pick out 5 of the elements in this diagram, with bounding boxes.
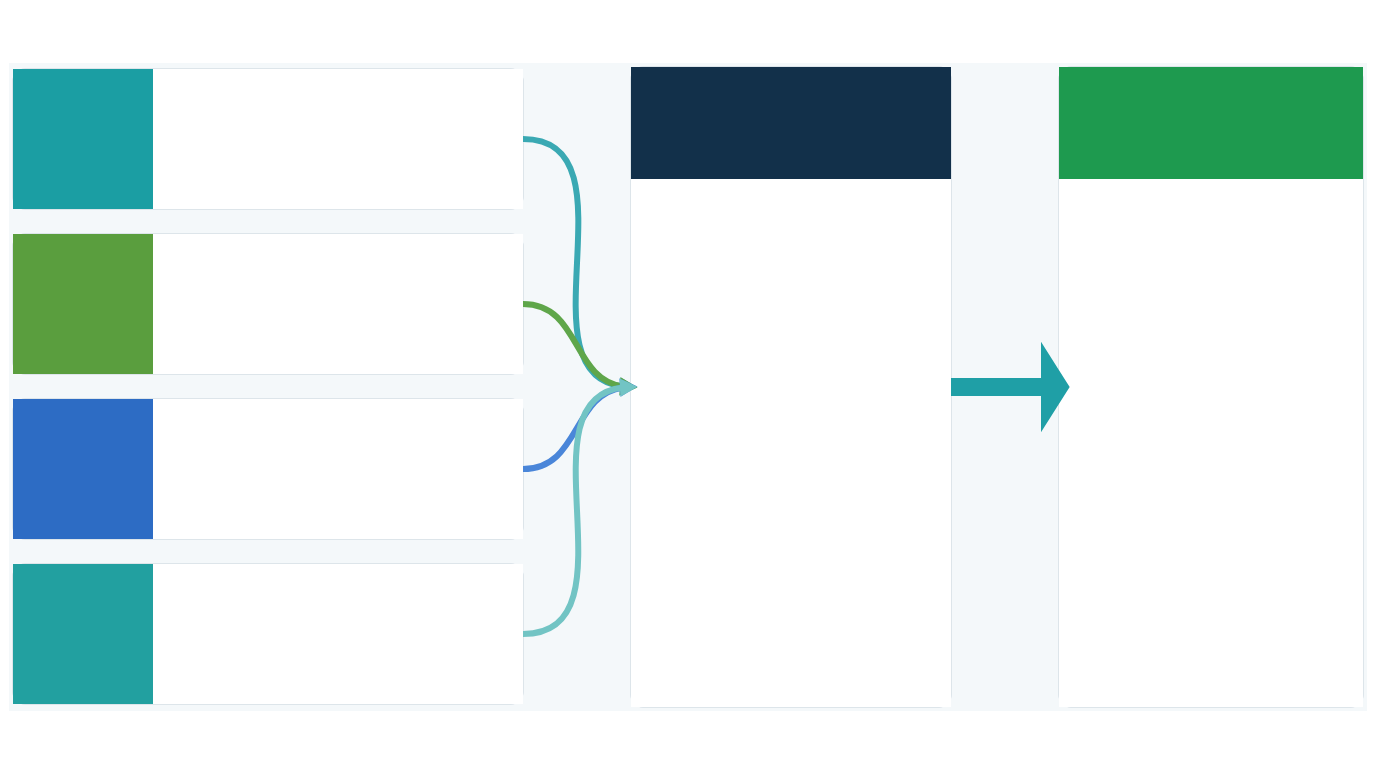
arrow bbox=[522, 301, 638, 396]
arrow bbox=[951, 341, 1070, 433]
arrow bbox=[522, 378, 638, 472]
arrow bbox=[522, 136, 638, 396]
arrow bbox=[522, 378, 638, 637]
